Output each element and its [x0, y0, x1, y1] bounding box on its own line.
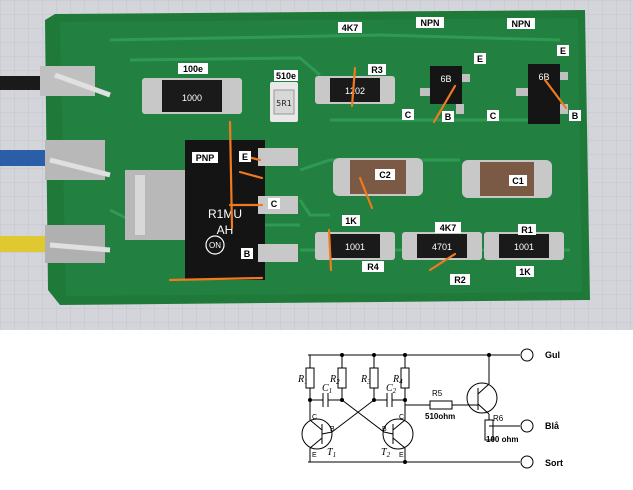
sch-t1-e: E: [312, 452, 317, 459]
svg-text:NPN: NPN: [420, 18, 439, 28]
svg-text:AH: AH: [217, 223, 234, 237]
pcb-illustration: 1000 5R1 1202 6B 6B R1MU AH ON: [0, 0, 633, 330]
svg-text:R4: R4: [367, 262, 379, 272]
sch-t2-label: T2: [381, 447, 391, 459]
svg-text:6B: 6B: [440, 74, 451, 84]
svg-text:C: C: [405, 110, 412, 120]
svg-text:R1MU: R1MU: [208, 207, 242, 221]
svg-text:B: B: [244, 249, 251, 259]
svg-text:5R1: 5R1: [276, 99, 292, 108]
svg-text:E: E: [242, 152, 248, 162]
transistor-npn-2: 6B: [516, 64, 568, 124]
sch-t1-c: C: [312, 414, 317, 421]
resistor-r2: 4701: [402, 232, 482, 260]
svg-text:4K7: 4K7: [342, 23, 359, 33]
svg-text:100e: 100e: [183, 64, 203, 74]
svg-text:1000: 1000: [182, 93, 202, 103]
annotation-lines: [168, 66, 568, 282]
wire-blue: [0, 140, 111, 180]
svg-text:B: B: [572, 111, 579, 121]
svg-text:C2: C2: [379, 170, 391, 180]
sch-t1-b: B: [330, 426, 335, 433]
sch-t2-c: C: [399, 414, 404, 421]
sch-c1-label: C1: [322, 383, 332, 395]
sch-r5-label: R5: [432, 389, 443, 398]
svg-text:E: E: [477, 54, 483, 64]
resistor-510e: 5R1: [270, 82, 298, 122]
sch-terminal-sort: Sort: [545, 458, 563, 468]
svg-text:1001: 1001: [345, 242, 365, 252]
sch-t2-b: B: [382, 426, 387, 433]
sch-terminal-gul: Gul: [545, 350, 560, 360]
svg-text:E: E: [560, 46, 566, 56]
svg-text:R1: R1: [521, 225, 533, 235]
board-labels: 100e 510e 4K7 NPN NPN R3 E E C B C B PNP…: [178, 17, 581, 285]
sch-r4-label: R4: [392, 374, 403, 386]
capacitor-c1: [462, 160, 552, 198]
svg-text:NPN: NPN: [511, 19, 530, 29]
svg-text:PNP: PNP: [196, 153, 215, 163]
sch-r1-label: R1: [297, 374, 308, 386]
svg-text:ON: ON: [209, 241, 221, 250]
resistor-r3: 1202: [315, 76, 395, 104]
svg-text:4701: 4701: [432, 242, 452, 252]
svg-text:C1: C1: [512, 176, 524, 186]
svg-text:510e: 510e: [276, 71, 296, 81]
svg-text:R3: R3: [371, 65, 383, 75]
svg-text:1K: 1K: [519, 267, 531, 277]
sch-r6-label: R6: [493, 414, 504, 423]
svg-text:4K7: 4K7: [440, 223, 457, 233]
svg-text:R2: R2: [454, 275, 466, 285]
sch-t1-label: T1: [327, 447, 336, 459]
sch-r2-label: R2: [329, 374, 340, 386]
resistor-100e: 1000: [142, 78, 242, 114]
resistor-r1: 1001: [484, 232, 564, 260]
svg-text:1K: 1K: [345, 216, 357, 226]
sch-c2-label: C2: [386, 383, 397, 395]
transistor-npn-1: 6B: [420, 66, 470, 114]
sch-r6-value: 100 ohm: [486, 435, 518, 444]
svg-text:1202: 1202: [345, 86, 365, 96]
sch-t2-e: E: [399, 452, 404, 459]
sch-r3-label: R3: [360, 374, 371, 386]
resistor-r4: 1001: [315, 232, 395, 260]
svg-text:C: C: [490, 111, 497, 121]
wire-yellow: [0, 225, 111, 263]
pcb-photo: 1000 5R1 1202 6B 6B R1MU AH ON: [0, 0, 633, 330]
sch-terminal-bla: Blå: [545, 421, 560, 431]
sch-r5-value: 510ohm: [425, 412, 455, 421]
svg-text:B: B: [445, 112, 452, 122]
svg-text:6B: 6B: [538, 72, 549, 82]
svg-text:C: C: [271, 199, 278, 209]
svg-text:1001: 1001: [514, 242, 534, 252]
wire-black: [0, 66, 111, 98]
transistor-pnp: R1MU AH ON: [125, 140, 298, 280]
